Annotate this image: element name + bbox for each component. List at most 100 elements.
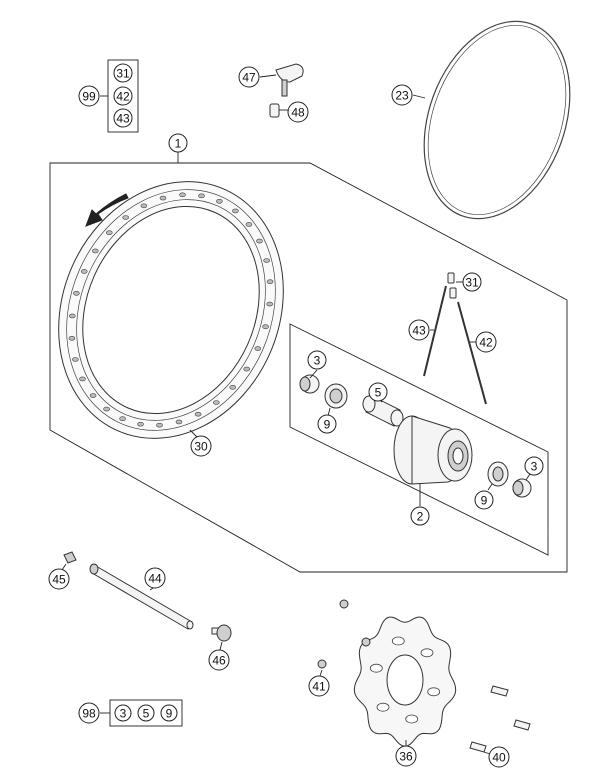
hub-assembly-outline <box>289 323 549 556</box>
disc-cooling-slot <box>405 714 419 724</box>
rim-spoke-hole <box>103 406 110 412</box>
hub-drawing <box>299 374 532 498</box>
callout-c98: 98 <box>78 702 100 724</box>
callout-number: 46 <box>212 654 226 668</box>
rim-spoke-hole <box>140 203 148 209</box>
rim-spoke-hole <box>68 335 76 341</box>
callout-circle <box>190 435 212 457</box>
callout-c45: 45 <box>48 568 70 590</box>
callout-circle <box>208 649 230 671</box>
callout-circle <box>524 456 544 476</box>
disc-cooling-slot <box>391 636 405 646</box>
callout-number: 5 <box>375 386 382 400</box>
callout-c3a: 3 <box>307 350 327 370</box>
rim-spoke-hole <box>179 192 186 198</box>
callout-c41: 41 <box>308 675 330 697</box>
rim-spoke-hole <box>79 376 86 382</box>
callout-circle <box>168 133 188 153</box>
callout-circle <box>144 567 166 589</box>
disc-cooling-slot <box>420 648 434 658</box>
callout-c9b: 9 <box>474 490 494 510</box>
callout-number: 45 <box>52 573 66 587</box>
callout-c42a: 42 <box>113 86 133 106</box>
axle-drawing <box>63 551 232 642</box>
callout-c99: 99 <box>78 85 100 107</box>
rim-spoke-hole <box>122 215 129 220</box>
disc-cooling-slot <box>427 687 441 697</box>
rim-spoke-hole <box>106 230 113 235</box>
leader-46 <box>219 641 223 651</box>
callout-c40: 40 <box>488 746 510 768</box>
callout-number: 3 <box>314 354 321 368</box>
rim-spoke-hole <box>266 301 274 307</box>
callout-circle <box>395 745 417 767</box>
rim-spoke-hole <box>245 222 253 227</box>
callout-circle <box>408 319 430 341</box>
callout-k98_9: 9 <box>160 704 178 722</box>
callout-number: 31 <box>465 276 479 290</box>
callout-circle <box>391 84 413 106</box>
callout-k98_3: 3 <box>114 704 132 722</box>
rim-spoke-hole <box>92 248 99 254</box>
callout-c5: 5 <box>368 382 388 402</box>
callout-number: 1 <box>175 137 182 151</box>
callout-number: 44 <box>148 572 162 586</box>
callout-number: 42 <box>479 336 493 350</box>
rim-spoke-hole <box>89 393 97 398</box>
callout-k98_5: 5 <box>137 704 155 722</box>
callout-number: 36 <box>399 750 413 764</box>
rim-spoke-hole <box>80 269 88 274</box>
callout-number: 30 <box>194 440 208 454</box>
rim-spoke-hole <box>263 258 270 263</box>
leader-3b <box>525 473 531 481</box>
rotation-arrow-icon <box>85 193 129 227</box>
disc-cooling-slot <box>376 702 390 712</box>
callout-number: 99 <box>82 90 96 104</box>
rim-spoke-hole <box>262 324 269 330</box>
callout-circle <box>137 704 155 722</box>
valve-drawing <box>269 63 304 118</box>
leader-47 <box>259 74 277 78</box>
callout-circle <box>308 675 330 697</box>
callout-number: 98 <box>82 707 96 721</box>
callout-c1: 1 <box>168 133 188 153</box>
callout-number: 3 <box>531 460 538 474</box>
callout-number: 9 <box>481 494 488 508</box>
callout-number: 9 <box>324 418 331 432</box>
leader-41 <box>319 669 323 677</box>
callout-circle <box>287 101 309 123</box>
callout-circle <box>78 702 100 724</box>
callout-c3b: 3 <box>524 456 544 476</box>
spokes-drawing <box>423 272 487 405</box>
callout-c9a: 9 <box>317 414 337 434</box>
callout-circle <box>48 568 70 590</box>
callout-c48: 48 <box>287 101 309 123</box>
callout-circle <box>410 506 430 526</box>
rim-tape-drawing <box>423 20 571 220</box>
callout-number: 48 <box>291 106 305 120</box>
callout-circle <box>317 414 337 434</box>
callout-c30: 30 <box>190 435 212 457</box>
callout-number: 43 <box>116 112 130 126</box>
callout-c2: 2 <box>410 506 430 526</box>
rim-spoke-hole <box>232 208 239 214</box>
callout-c42b: 42 <box>475 331 497 353</box>
rim-spoke-hole <box>216 199 223 204</box>
callout-circle <box>114 704 132 722</box>
callout-circle <box>307 350 327 370</box>
rim-spoke-hole <box>198 193 205 199</box>
leader-9b <box>487 483 493 491</box>
rim-drawing <box>58 181 284 439</box>
callout-number: 2 <box>417 510 424 524</box>
callout-number: 42 <box>116 90 130 104</box>
rim-spoke-hole <box>159 195 167 201</box>
rim-spoke-hole <box>243 366 250 372</box>
callout-c43a: 43 <box>113 108 133 128</box>
rim-spoke-hole <box>119 416 126 422</box>
callout-c46: 46 <box>208 649 230 671</box>
rim-spoke-hole <box>194 411 202 417</box>
rim-spoke-hole <box>254 346 262 351</box>
rim-spoke-hole <box>156 422 163 428</box>
callout-number: 47 <box>242 71 256 85</box>
rim-spoke-hole <box>175 419 183 425</box>
